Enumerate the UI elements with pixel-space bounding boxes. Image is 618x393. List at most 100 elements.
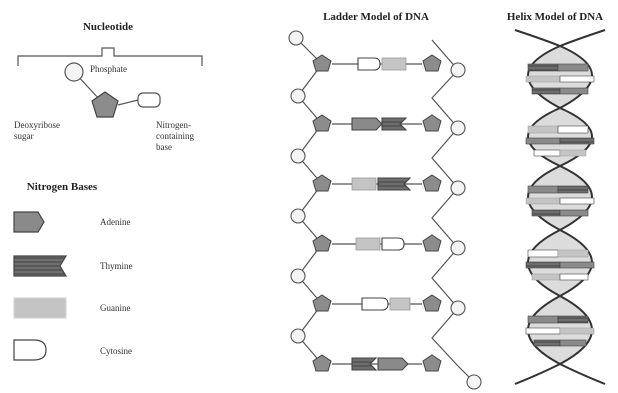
helix-strand-top-left xyxy=(514,29,561,47)
phosphate-circle xyxy=(466,374,482,390)
base-thymine xyxy=(377,177,412,191)
base-adenine xyxy=(559,261,595,269)
base-cytosine xyxy=(559,273,589,281)
helix-lobe-2 xyxy=(525,106,595,168)
base-thymine xyxy=(527,63,559,72)
helix-lobe-1 xyxy=(525,44,595,110)
phosphate-circle xyxy=(290,208,306,224)
sugar-pentagon xyxy=(312,54,332,72)
helix-strand-top-right xyxy=(559,29,606,47)
ladder-model xyxy=(288,30,482,390)
cytosine-label: Cytosine xyxy=(100,346,132,356)
guanine-label: Guanine xyxy=(100,303,131,313)
helix-lobe-3 xyxy=(525,164,595,232)
helix-title: Helix Model of DNA xyxy=(507,11,603,23)
base-guanine xyxy=(525,197,561,205)
guanine-swatch xyxy=(13,297,67,319)
base-shape xyxy=(137,92,161,108)
right-sugars xyxy=(422,54,442,372)
sugar-pentagon xyxy=(422,354,442,372)
rung-2 xyxy=(332,117,422,131)
adenine-swatch xyxy=(13,211,45,233)
base-adenine xyxy=(557,63,589,72)
base-label-3: base xyxy=(156,142,172,152)
base-adenine xyxy=(525,137,561,145)
base-guanine xyxy=(559,149,587,157)
sugar-pentagon xyxy=(312,174,332,192)
nucleotide-panel: Nucleotide Phosphate Deoxyribose sugar N… xyxy=(14,21,203,152)
phosphate-label: Phosphate xyxy=(90,64,127,74)
bases-title: Nitrogen Bases xyxy=(27,181,98,193)
phosphate-circle xyxy=(64,62,84,82)
base-thymine xyxy=(559,137,595,145)
base-thymine xyxy=(533,339,561,347)
base-guanine xyxy=(381,57,407,71)
left-sugars xyxy=(312,54,332,372)
sugar-pentagon xyxy=(422,114,442,132)
base-adenine xyxy=(527,185,559,194)
base-adenine xyxy=(377,357,409,371)
deoxyribose-pentagon xyxy=(91,91,119,118)
rung-1 xyxy=(332,57,422,71)
sugar-pentagon xyxy=(312,294,332,312)
base-adenine xyxy=(559,339,587,347)
helix-lobe-4 xyxy=(525,228,595,298)
base-cytosine xyxy=(527,249,559,258)
ladder-title: Ladder Model of DNA xyxy=(323,11,429,23)
helix-strand-bottom-left xyxy=(514,363,561,385)
left-backbone xyxy=(295,37,323,365)
sugar-label-2: sugar xyxy=(14,131,34,141)
base-thymine xyxy=(381,117,408,131)
sugar-pentagon xyxy=(422,294,442,312)
right-phosphates xyxy=(450,62,482,390)
base-guanine xyxy=(531,273,561,281)
phosphate-circle xyxy=(290,148,306,164)
sugar-pentagon xyxy=(312,354,332,372)
sugar-pentagon xyxy=(312,234,332,252)
base-cytosine xyxy=(525,327,561,335)
base-guanine xyxy=(389,297,411,311)
helix-model xyxy=(514,29,606,385)
sugar-label-1: Deoxyribose xyxy=(14,120,60,130)
phosphate-circle xyxy=(288,30,304,46)
base-adenine xyxy=(351,117,383,131)
phosphate-circle xyxy=(290,268,306,284)
phosphate-circle xyxy=(290,328,306,344)
base-thymine xyxy=(525,261,561,269)
base-guanine xyxy=(351,177,377,191)
rung-4 xyxy=(332,237,422,251)
base-cytosine xyxy=(557,125,589,134)
base-cytosine xyxy=(559,197,595,205)
adenine-label: Adenine xyxy=(100,217,131,227)
base-cytosine xyxy=(381,237,405,251)
rung-5 xyxy=(332,297,422,311)
base-thymine xyxy=(351,357,378,371)
base-label-2: containing xyxy=(156,131,194,141)
cytosine-swatch xyxy=(13,339,47,361)
base-adenine xyxy=(559,209,589,217)
nucleotide-title: Nucleotide xyxy=(83,21,133,33)
phosphate-circle xyxy=(450,120,466,136)
sugar-pentagon xyxy=(422,234,442,252)
base-cytosine xyxy=(533,149,561,157)
base-thymine xyxy=(557,185,589,194)
base-thymine xyxy=(531,209,561,217)
right-backbone xyxy=(431,39,475,383)
left-phosphates xyxy=(288,30,306,344)
phosphate-circle xyxy=(450,240,466,256)
base-guanine xyxy=(355,237,381,251)
base-adenine xyxy=(559,87,589,95)
phosphate-circle xyxy=(290,88,306,104)
thymine-label: Thymine xyxy=(100,261,133,271)
base-adenine xyxy=(527,315,559,324)
base-cytosine xyxy=(361,297,389,311)
phosphate-circle xyxy=(450,180,466,196)
rung-6 xyxy=(332,357,422,371)
sugar-pentagon xyxy=(422,174,442,192)
thymine-swatch xyxy=(13,255,68,277)
base-cytosine xyxy=(357,57,381,71)
base-thymine xyxy=(531,87,561,95)
sugar-pentagon xyxy=(422,54,442,72)
nucleotide-bracket xyxy=(17,47,203,66)
